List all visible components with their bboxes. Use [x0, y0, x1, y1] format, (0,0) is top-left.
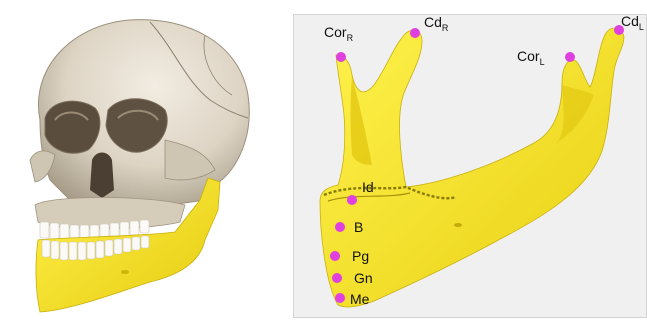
landmark-point-pg: [330, 251, 340, 261]
landmark-label-cor-l: CorL: [517, 48, 545, 67]
mandible-body: [320, 28, 624, 307]
landmark-point-b: [335, 222, 345, 232]
landmark-label-me: Me: [350, 291, 370, 307]
landmark-label-gn: Gn: [354, 270, 373, 286]
right-orbit: [45, 101, 100, 153]
landmark-label-b: B: [354, 219, 363, 235]
mandible-landmark-panel: CorR CdR CorL CdL Id B Pg Gn Me: [293, 14, 647, 318]
mandible-diagram: CorR CdR CorL CdL Id B Pg Gn Me: [294, 15, 647, 319]
landmark-point-me: [335, 293, 345, 303]
landmark-point-gn: [332, 273, 342, 283]
landmark-label-cd-l: CdL: [621, 15, 644, 32]
landmark-point-cd-r: [410, 28, 420, 38]
landmark-label-cor-r: CorR: [324, 24, 354, 43]
landmark-label-cd-r: CdR: [424, 15, 449, 33]
landmark-label-pg: Pg: [352, 248, 369, 264]
landmark-point-cor-l: [565, 52, 575, 62]
landmark-label-id: Id: [362, 179, 374, 195]
skull-illustration: [0, 0, 262, 320]
nasal-cavity: [90, 153, 114, 199]
landmark-point-cor-r: [336, 52, 346, 62]
landmark-point-id: [347, 195, 357, 205]
skull-illustration-panel: [0, 0, 262, 320]
